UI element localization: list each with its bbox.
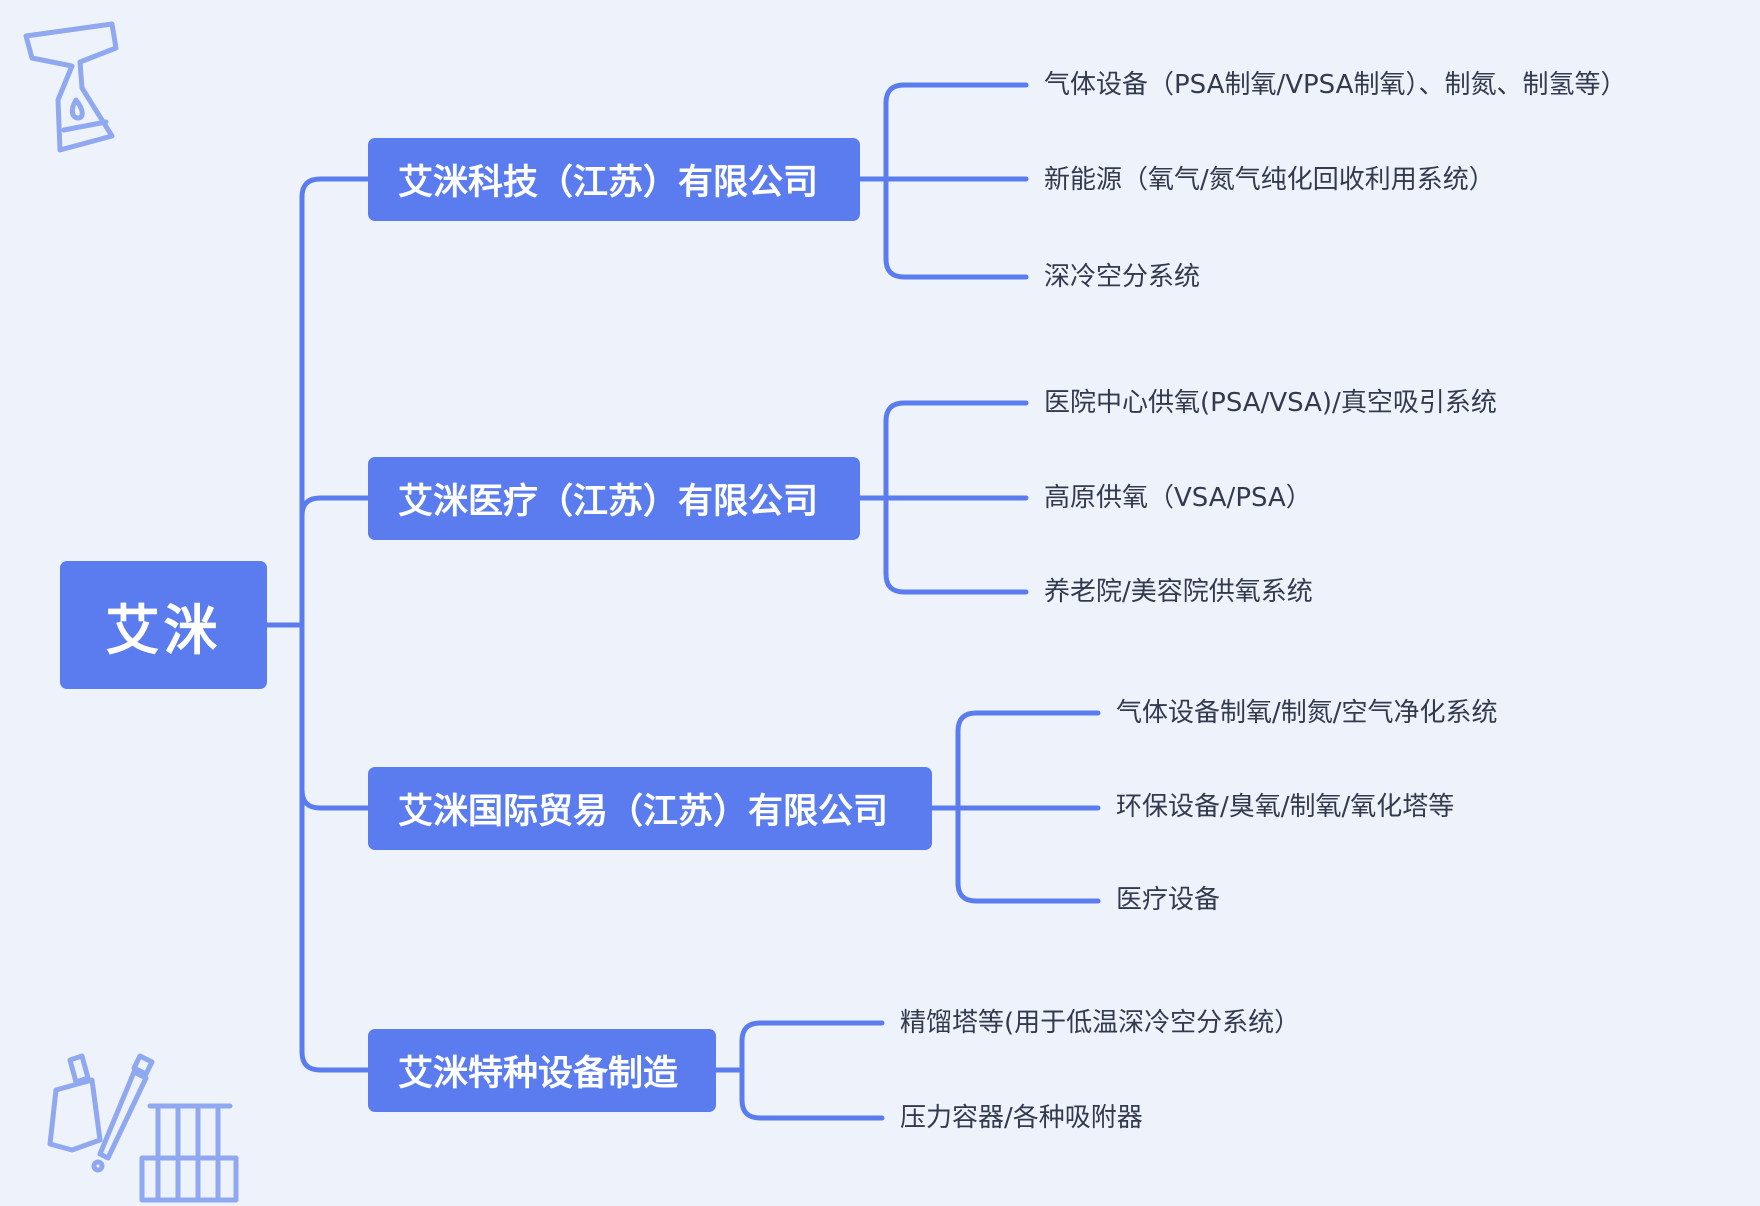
leaf-node[interactable]: 医疗设备	[1116, 885, 1221, 915]
branch-node-tech[interactable]: 艾洣科技（江苏）有限公司	[368, 138, 860, 221]
leaf-node[interactable]: 精馏塔等(用于低温深冷空分系统）	[900, 1008, 1301, 1038]
leaf-node[interactable]: 压力容器/各种吸附器	[900, 1103, 1143, 1133]
branch-connector-2-2	[929, 805, 1101, 904]
leaf-node[interactable]: 气体设备制氧/制氮/空气净化系统	[1116, 698, 1498, 728]
leaf-node[interactable]: 气体设备（PSA制氧/VPSA制氧）、制氮、制氢等）	[1044, 70, 1627, 100]
leaf-node[interactable]: 新能源（氧气/氮气纯化回收利用系统）	[1044, 165, 1495, 195]
root-connector-2	[264, 622, 371, 811]
leaf-node[interactable]: 医院中心供氧(PSA/VSA)/真空吸引系统	[1044, 388, 1497, 418]
root-connector-3	[264, 622, 371, 1073]
leaf-node[interactable]: 养老院/美容院供氧系统	[1044, 577, 1313, 607]
leaf-node[interactable]: 深冷空分系统	[1044, 262, 1201, 292]
branch-connector-0-2	[857, 176, 1029, 280]
flask-icon	[23, 21, 119, 153]
branch-connector-2-0	[929, 710, 1101, 811]
branch-connector-0-0	[857, 82, 1029, 182]
leaf-node[interactable]: 高原供氧（VSA/PSA）	[1044, 483, 1312, 513]
dropper-icons	[47, 1053, 239, 1203]
branch-node-trade[interactable]: 艾洣国际贸易（江苏）有限公司	[368, 767, 932, 850]
branch-connector-1-0	[857, 400, 1029, 501]
branch-node-medical[interactable]: 艾洣医疗（江苏）有限公司	[368, 457, 860, 540]
root-connector-0	[264, 176, 371, 628]
branch-connector-3-0	[713, 1020, 885, 1073]
branch-node-manufacturing[interactable]: 艾洣特种设备制造	[368, 1029, 716, 1112]
leaf-node[interactable]: 环保设备/臭氧/制氧/氧化塔等	[1116, 792, 1455, 822]
branch-connector-3-1	[713, 1067, 885, 1121]
branch-connector-1-2	[857, 495, 1029, 595]
root-connector-1	[264, 495, 371, 628]
root-node[interactable]: 艾洣	[60, 561, 267, 689]
